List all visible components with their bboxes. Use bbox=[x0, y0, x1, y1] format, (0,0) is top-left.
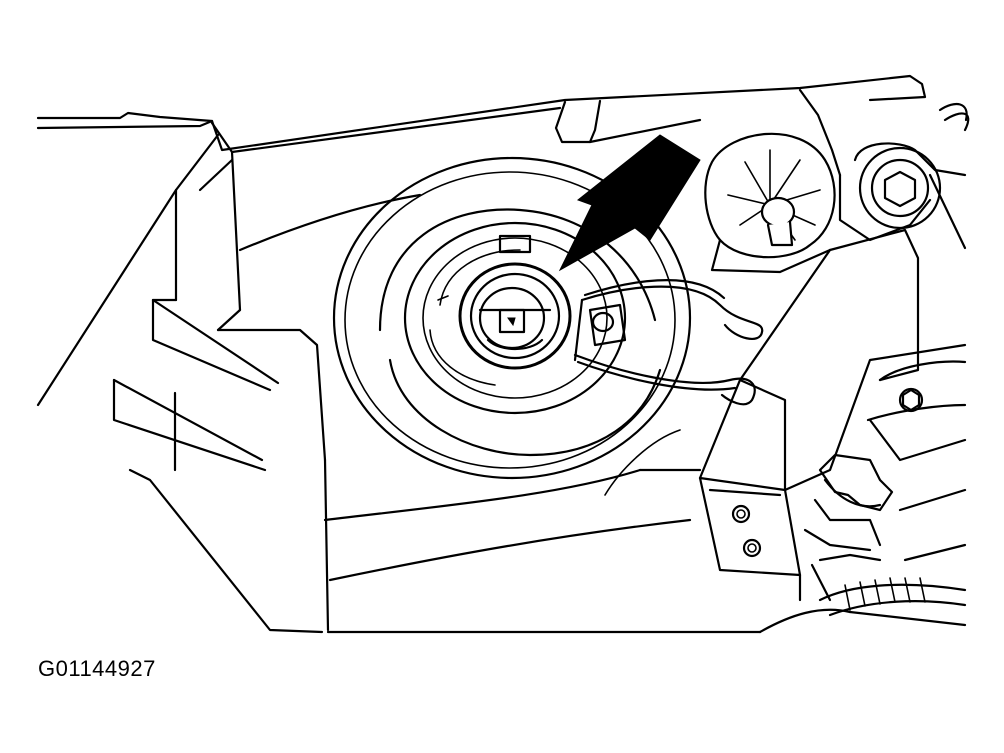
lower-mounting-bracket bbox=[698, 343, 967, 577]
socket-rings bbox=[332, 156, 692, 480]
right-bracket bbox=[738, 102, 970, 382]
corrugated-hose bbox=[758, 577, 967, 634]
bulb-socket bbox=[437, 234, 572, 370]
figure-id-label: G01144927 bbox=[38, 656, 156, 681]
pointer-arrow bbox=[558, 134, 701, 272]
adjuster-star-gear bbox=[704, 132, 836, 274]
reflector-housing bbox=[238, 193, 702, 582]
right-lower-components bbox=[798, 360, 967, 602]
housing-top-edge bbox=[36, 74, 927, 177]
left-housing-block bbox=[36, 119, 330, 634]
